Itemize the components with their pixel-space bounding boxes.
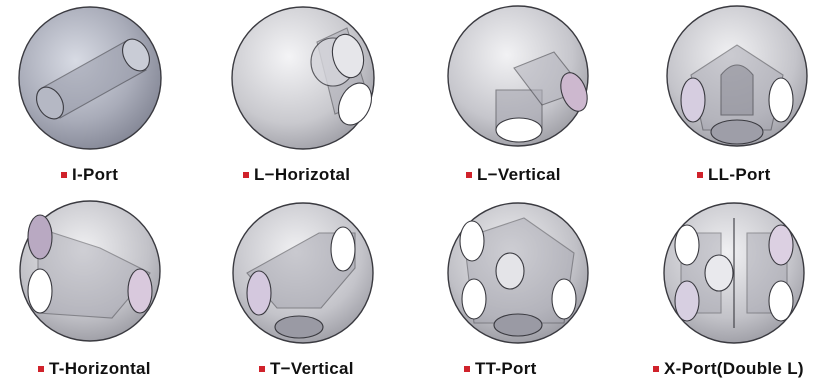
bullet-icon <box>61 172 67 178</box>
x-port-ball-icon <box>621 193 828 353</box>
ll-port-ball-icon <box>621 0 828 160</box>
l-horizontal-ball-icon <box>207 0 414 160</box>
l-vertical-ball-icon <box>414 0 621 160</box>
port-label: X-Port(Double L) <box>664 359 804 379</box>
t-horizontal-ball-icon <box>0 193 207 353</box>
bullet-icon <box>653 366 659 372</box>
bullet-icon <box>464 366 470 372</box>
port-cell-l-horizontal: L−Horizotal <box>207 0 414 190</box>
port-cell-t-horizontal: T-Horizontal <box>0 193 207 381</box>
t-vertical-ball-icon <box>207 193 414 353</box>
port-label: TT-Port <box>475 359 537 379</box>
port-cell-l-vertical: L−Vertical <box>414 0 621 190</box>
port-label: T−Vertical <box>270 359 354 379</box>
port-cell-i: I-Port <box>0 0 207 190</box>
port-cell-ll: LL-Port <box>621 0 828 190</box>
bullet-icon <box>243 172 249 178</box>
port-label: L−Vertical <box>477 165 561 185</box>
port-cell-x: X-Port(Double L) <box>621 193 828 381</box>
port-label: L−Horizotal <box>254 165 350 185</box>
bullet-icon <box>259 366 265 372</box>
port-cell-tt: TT-Port <box>414 193 621 381</box>
bullet-icon <box>697 172 703 178</box>
tt-port-ball-icon <box>414 193 621 353</box>
port-label: T-Horizontal <box>49 359 151 379</box>
port-label: I-Port <box>72 165 118 185</box>
bullet-icon <box>466 172 472 178</box>
port-cell-t-vertical: T−Vertical <box>207 193 414 381</box>
bullet-icon <box>38 366 44 372</box>
i-port-ball-icon <box>0 0 207 160</box>
port-label: LL-Port <box>708 165 771 185</box>
